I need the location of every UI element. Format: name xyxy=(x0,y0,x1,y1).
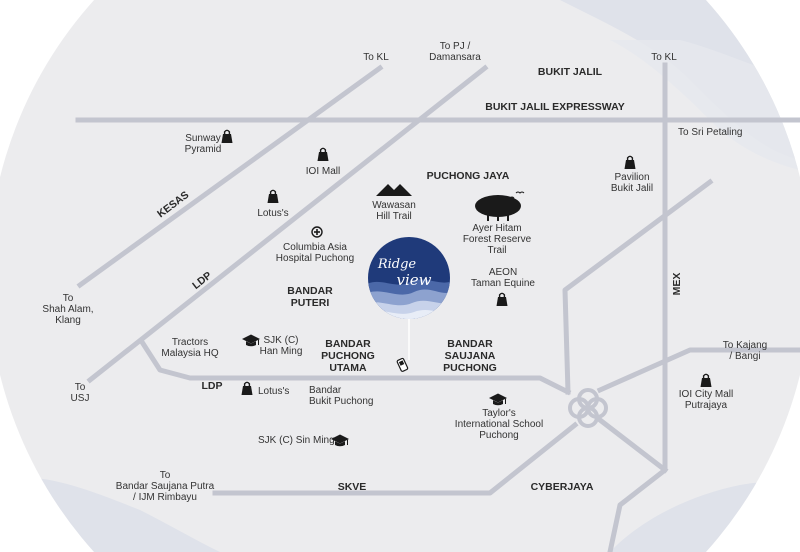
svg-text:BANDAR: BANDAR xyxy=(447,338,493,350)
road-label-ldp-horizontal: LDP xyxy=(202,380,223,392)
svg-text:Wawasan: Wawasan xyxy=(372,200,416,211)
landmark-bandar-bukit-puchong: Bandar Bukit Puchong xyxy=(309,385,374,407)
svg-text:USJ: USJ xyxy=(71,393,90,404)
svg-text:To: To xyxy=(160,470,171,481)
svg-text:Tractors: Tractors xyxy=(172,337,208,348)
landmark-tractors: Tractors Malaysia HQ xyxy=(161,337,218,359)
direction-to-kajang: To Kajang / Bangi xyxy=(723,340,767,362)
area-bukit-jalil: BUKIT JALIL xyxy=(538,66,603,78)
svg-text:Trail: Trail xyxy=(487,245,506,256)
svg-text:Columbia Asia: Columbia Asia xyxy=(283,242,347,253)
svg-text:Lotus's: Lotus's xyxy=(258,386,289,397)
landmark-ioi-city-mall: IOI City Mall Putrajaya xyxy=(679,373,733,411)
svg-text:SJK (C) Sin Ming: SJK (C) Sin Ming xyxy=(258,435,335,446)
svg-text:Taman Equine: Taman Equine xyxy=(471,278,535,289)
area-puchong-jaya: PUCHONG JAYA xyxy=(427,170,510,182)
forest-icon xyxy=(475,191,525,221)
landmark-lotuss-bottom: Lotus's xyxy=(240,381,289,397)
svg-text:Malaysia HQ: Malaysia HQ xyxy=(161,348,218,359)
svg-text:Putrajaya: Putrajaya xyxy=(685,400,728,411)
svg-text:Klang: Klang xyxy=(55,315,81,326)
svg-text:SAUJANA: SAUJANA xyxy=(445,350,496,362)
logo-text-ridge: Ridge xyxy=(377,257,417,272)
landmark-pavilion: Pavilion Bukit Jalil xyxy=(611,155,653,194)
direction-to-bandar-saujana-putra: To Bandar Saujana Putra / IJM Rimbayu xyxy=(116,470,215,503)
svg-text:Bukit Puchong: Bukit Puchong xyxy=(309,396,374,407)
direction-to-sri-petaling: To Sri Petaling xyxy=(678,127,742,138)
svg-text:Taylor's: Taylor's xyxy=(482,408,516,419)
landmark-aeon: AEON Taman Equine xyxy=(471,267,535,307)
mountain-icon xyxy=(376,184,412,196)
svg-text:Sunway: Sunway xyxy=(185,133,221,144)
direction-to-kl-right: To KL xyxy=(651,52,677,63)
landmark-taylors: Taylor's International School Puchong xyxy=(455,393,543,441)
svg-text:To Kajang: To Kajang xyxy=(723,340,767,351)
svg-text:To PJ /: To PJ / xyxy=(440,41,471,52)
landmark-sjk-han-ming: SJK (C) Han Ming xyxy=(241,334,303,357)
svg-text:Pavilion: Pavilion xyxy=(614,172,649,183)
svg-text:Bandar: Bandar xyxy=(309,385,342,396)
svg-text:PUTERI: PUTERI xyxy=(291,297,330,309)
road-kesas xyxy=(76,64,384,289)
road-mex xyxy=(607,62,668,552)
svg-text:BANDAR: BANDAR xyxy=(325,338,371,350)
svg-text:Lotus's: Lotus's xyxy=(257,208,288,219)
road-ldp-horizontal xyxy=(138,338,572,396)
landmark-columbia-asia: Columbia Asia Hospital Puchong xyxy=(276,226,354,264)
svg-text:/ IJM Rimbayu: / IJM Rimbayu xyxy=(133,492,197,503)
svg-text:SJK (C): SJK (C) xyxy=(264,335,299,346)
svg-text:Puchong: Puchong xyxy=(479,430,518,441)
hospital-cross-icon xyxy=(311,226,323,238)
svg-text:IOI Mall: IOI Mall xyxy=(306,166,340,177)
road-label-skve: SKVE xyxy=(338,481,367,493)
road-puchong-link xyxy=(562,178,714,395)
direction-to-pj: To PJ / Damansara xyxy=(429,41,481,63)
area-bandar-saujana-puchong: BANDAR SAUJANA PUCHONG xyxy=(443,338,497,374)
svg-text:Han Ming: Han Ming xyxy=(260,346,303,357)
svg-text:International School: International School xyxy=(455,419,543,430)
svg-text:Hill Trail: Hill Trail xyxy=(376,211,412,222)
svg-text:Hospital Puchong: Hospital Puchong xyxy=(276,253,354,264)
svg-text:Pyramid: Pyramid xyxy=(185,144,222,155)
direction-to-usj: To USJ xyxy=(71,382,90,404)
svg-text:/ Bangi: / Bangi xyxy=(729,351,760,362)
svg-text:To: To xyxy=(75,382,86,393)
svg-text:UTAMA: UTAMA xyxy=(329,362,367,374)
road-to-kajang xyxy=(596,347,800,394)
area-bandar-puteri: BANDAR PUTERI xyxy=(287,285,333,309)
road-skve xyxy=(212,421,579,496)
svg-text:Ayer Hitam: Ayer Hitam xyxy=(472,223,521,234)
landmark-ayer-hitam: Ayer Hitam Forest Reserve Trail xyxy=(463,191,532,256)
road-label-bukit-jalil-expressway: BUKIT JALIL EXPRESSWAY xyxy=(485,101,624,113)
svg-text:Damansara: Damansara xyxy=(429,52,481,63)
svg-text:BANDAR: BANDAR xyxy=(287,285,333,297)
interchange-icon xyxy=(568,388,608,428)
road-to-cyberjaya xyxy=(596,416,669,474)
svg-text:Bukit Jalil: Bukit Jalil xyxy=(611,183,653,194)
landmark-ioi-mall: IOI Mall xyxy=(306,147,340,177)
svg-text:To: To xyxy=(63,293,74,304)
svg-text:AEON: AEON xyxy=(489,267,517,278)
direction-to-kl-left: To KL xyxy=(363,52,389,63)
landmark-wawasan-hill: Wawasan Hill Trail xyxy=(372,184,416,222)
svg-text:Shah Alam,: Shah Alam, xyxy=(42,304,93,315)
road-ldp-diagonal xyxy=(86,64,489,384)
svg-text:PUCHONG: PUCHONG xyxy=(321,350,375,362)
road-network xyxy=(75,62,800,552)
area-bandar-puchong-utama: BANDAR PUCHONG UTAMA xyxy=(321,338,375,374)
landmark-sjk-sin-ming: SJK (C) Sin Ming xyxy=(258,434,350,447)
svg-text:IOI City Mall: IOI City Mall xyxy=(679,389,733,400)
road-label-mex: MEX xyxy=(671,273,683,296)
landmark-sunway-pyramid: Sunway Pyramid xyxy=(185,129,234,155)
logo-text-view: view xyxy=(397,271,432,289)
svg-text:Forest Reserve: Forest Reserve xyxy=(463,234,532,245)
svg-text:PUCHONG: PUCHONG xyxy=(443,362,497,374)
toll-marker-icon xyxy=(396,357,409,372)
direction-to-shah-alam: To Shah Alam, Klang xyxy=(42,293,93,326)
area-cyberjaya: CYBERJAYA xyxy=(531,481,594,493)
landmark-lotuss-top: Lotus's xyxy=(257,189,289,219)
svg-text:Bandar Saujana Putra: Bandar Saujana Putra xyxy=(116,481,215,492)
